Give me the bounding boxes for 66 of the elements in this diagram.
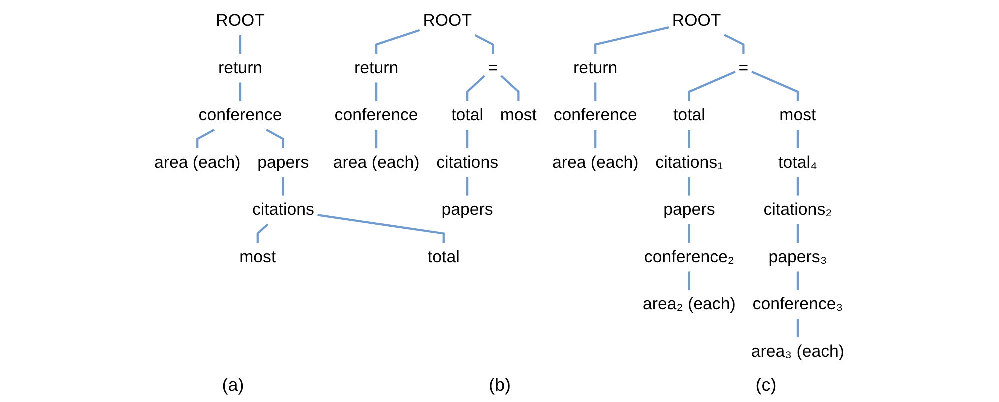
connector	[466, 177, 469, 196]
node-text: most	[500, 106, 537, 125]
node-text: conference	[198, 106, 282, 125]
node-text: conference	[554, 106, 638, 125]
panel-label: (c)	[756, 375, 777, 396]
node-text: ROOT	[423, 12, 472, 30]
node-text: most	[240, 248, 276, 267]
node-text: conference	[334, 106, 418, 125]
connector	[688, 272, 690, 290]
connector	[239, 82, 242, 102]
connector	[466, 75, 486, 102]
connector	[466, 130, 469, 149]
node-text: return	[354, 59, 399, 78]
connector	[266, 129, 284, 149]
node-text: citations₂	[764, 200, 832, 220]
connector	[594, 82, 597, 102]
node-text: papers	[258, 154, 310, 172]
node-text: total	[452, 106, 484, 125]
node-text: total	[673, 106, 706, 125]
connector	[256, 224, 269, 244]
connector	[239, 35, 242, 54]
node-text: conference₂	[644, 248, 734, 267]
connector	[376, 82, 378, 102]
connector	[594, 26, 670, 54]
node-text: return	[218, 59, 263, 78]
node-text: papers	[442, 200, 494, 220]
connector	[796, 130, 799, 149]
connector	[796, 272, 799, 290]
node-text: total	[428, 248, 460, 267]
panel-label: (a)	[222, 375, 244, 396]
node-text: area (each)	[154, 154, 241, 172]
node-text: return	[574, 59, 618, 78]
connector	[796, 319, 799, 338]
node-text: citations₁	[656, 154, 724, 172]
connector	[796, 224, 799, 244]
node-text: citations	[436, 154, 499, 172]
node-text: most	[780, 106, 816, 125]
connector	[752, 71, 799, 102]
node-text: =	[738, 59, 749, 78]
connector	[594, 130, 597, 149]
connector	[196, 129, 215, 149]
node-text: ROOT	[216, 12, 265, 30]
connector	[376, 130, 378, 149]
panel-label: (b)	[488, 375, 511, 396]
node-text: area₃ (each)	[751, 342, 845, 362]
connector	[688, 177, 690, 196]
node-text: =	[488, 59, 498, 78]
node-text: area (each)	[333, 154, 420, 172]
connector	[724, 34, 745, 54]
node-text: area₂ (each)	[643, 295, 736, 314]
connector	[688, 71, 736, 102]
node-text: conference₃	[752, 295, 844, 314]
node-text: citations	[252, 200, 314, 220]
node-text: ROOT	[672, 12, 722, 30]
node-text: papers₃	[768, 248, 828, 267]
node-text: papers	[664, 200, 716, 220]
node-text: total₄	[778, 154, 818, 172]
connector	[474, 34, 494, 54]
connector	[318, 214, 445, 244]
connector	[376, 29, 420, 54]
connector	[500, 75, 520, 102]
connector	[688, 224, 690, 244]
connector	[688, 130, 690, 149]
node-text: area (each)	[552, 154, 639, 172]
connector	[796, 177, 799, 196]
connector	[282, 177, 284, 196]
